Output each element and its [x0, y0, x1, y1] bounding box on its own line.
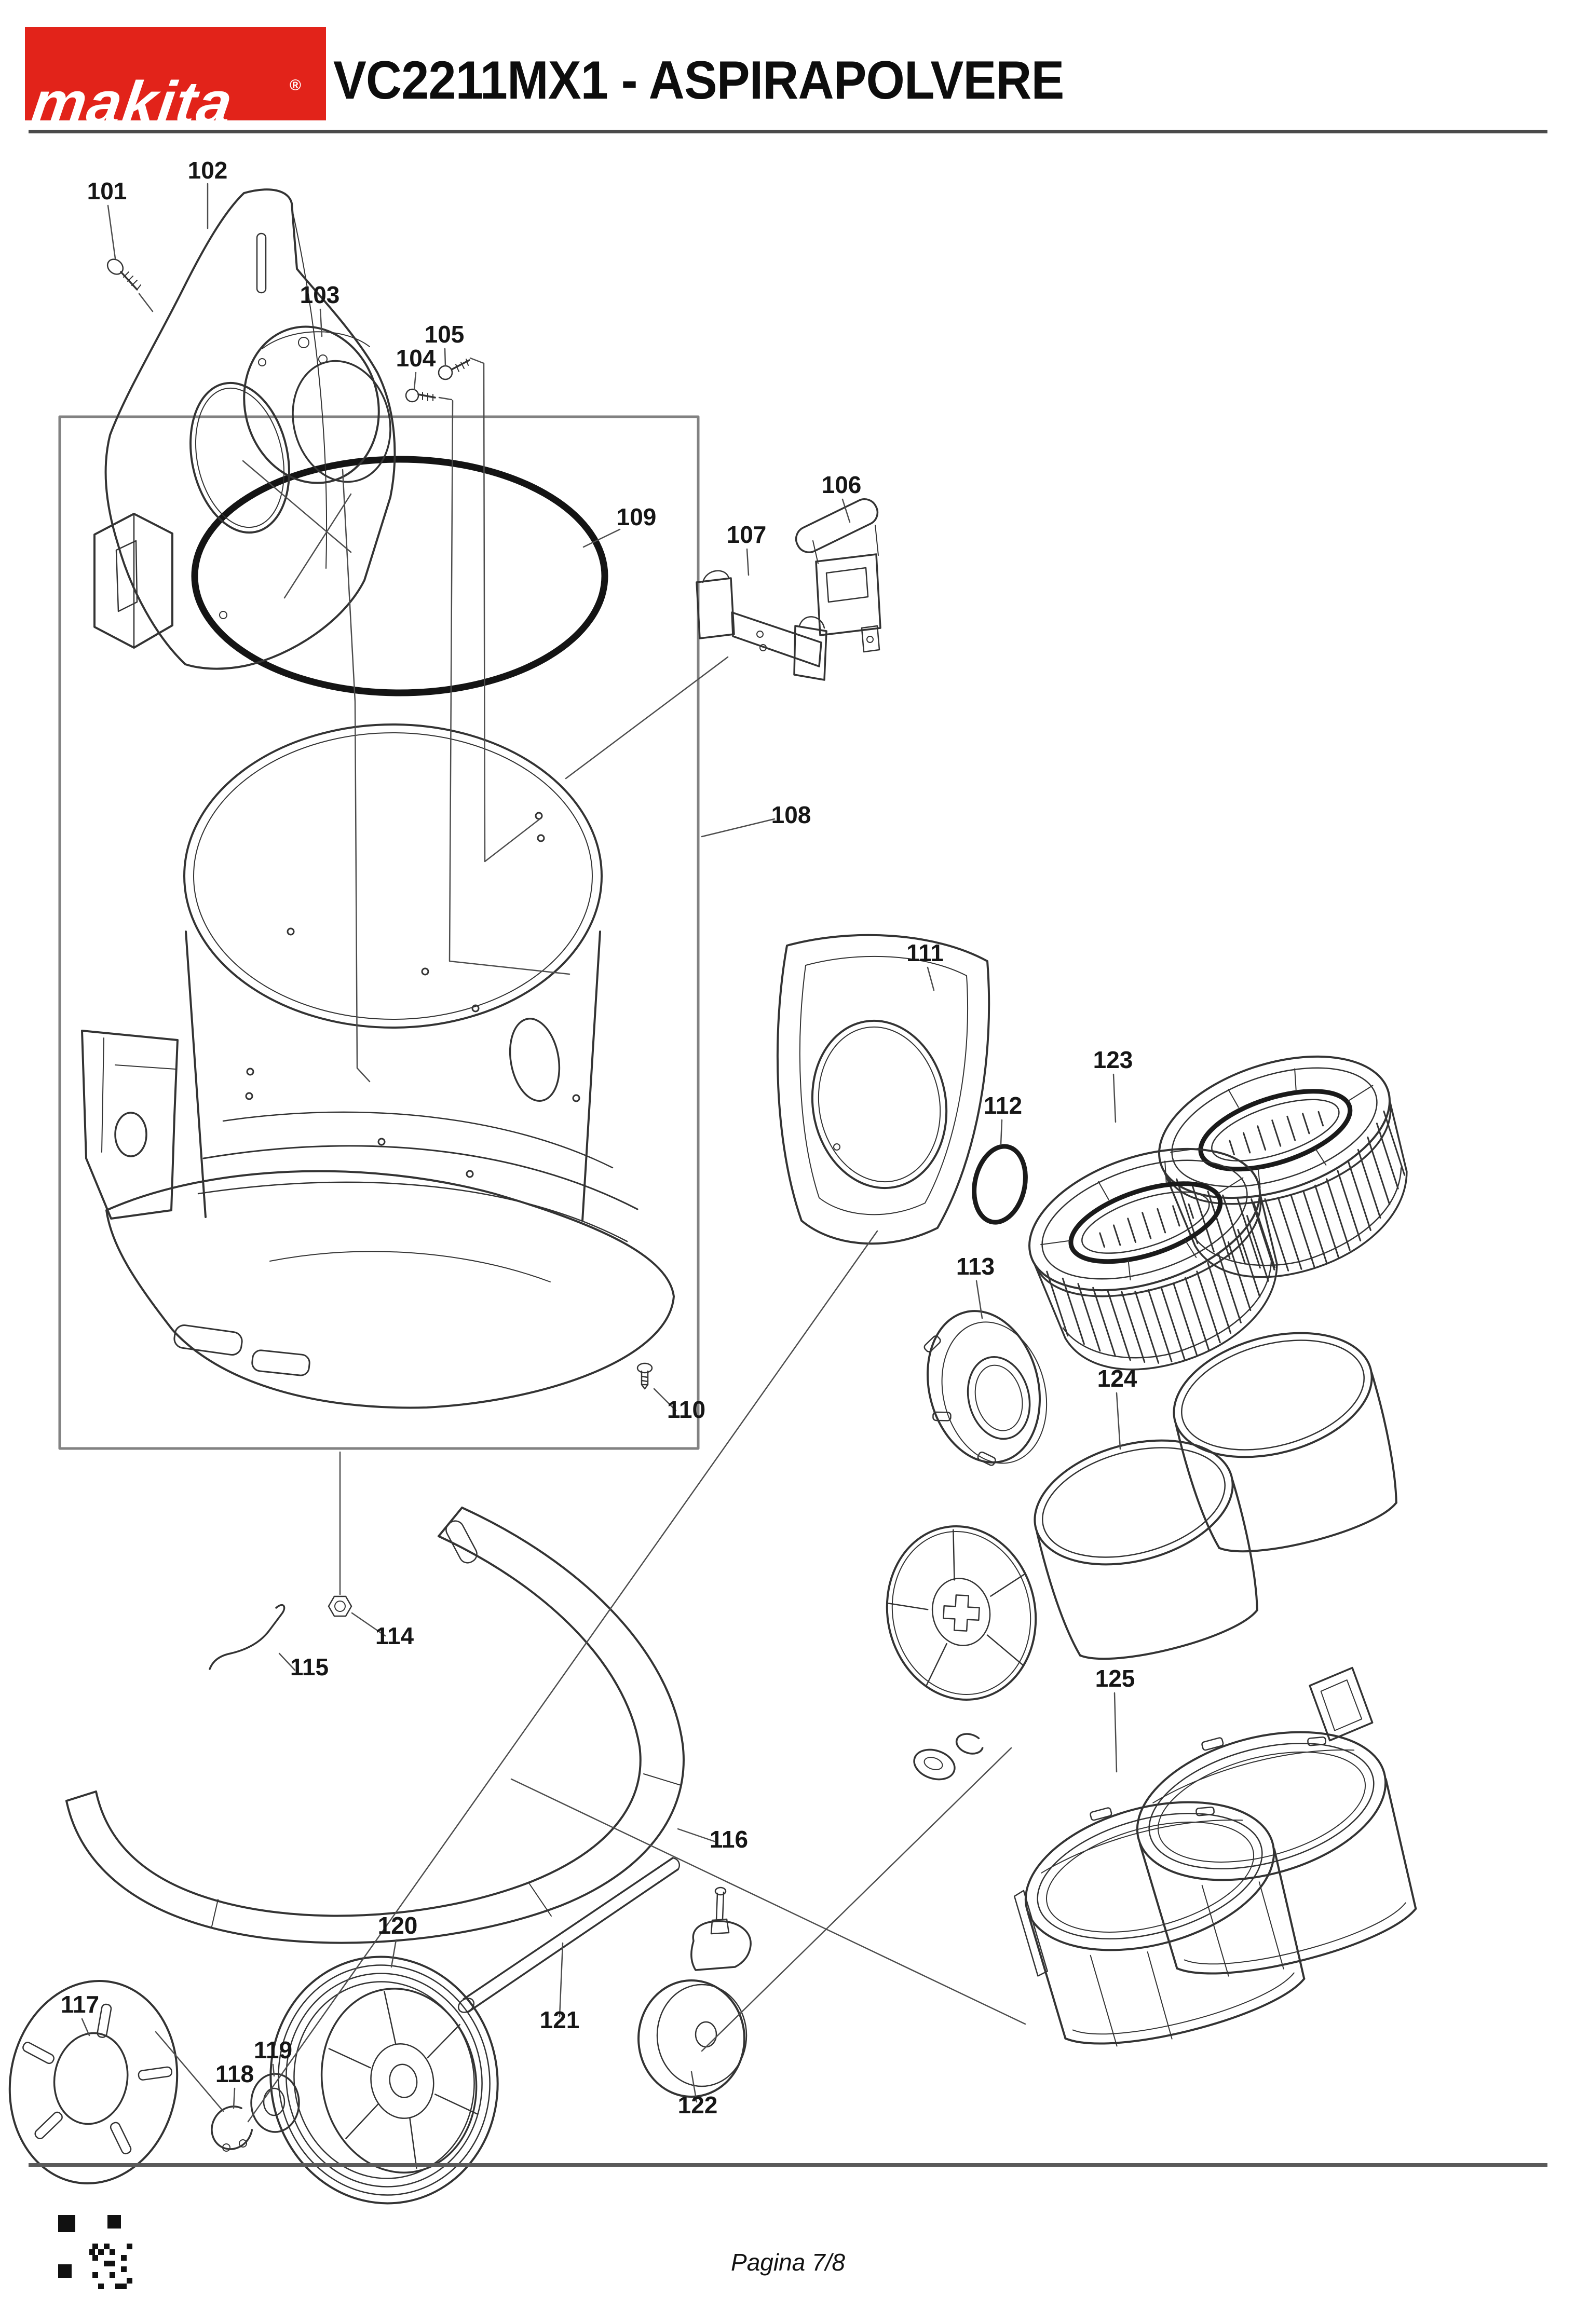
- part-label-108: 108: [771, 801, 811, 828]
- leader-line-105: [469, 357, 541, 863]
- part-117-wheel-cap: [8, 1979, 179, 2185]
- part-120-rear-wheel: [269, 1956, 499, 2205]
- part-label-103: 103: [300, 281, 340, 308]
- part-label-104: 104: [396, 345, 436, 372]
- part-109-large-o-ring: [191, 456, 608, 696]
- part-label-116: 116: [710, 1826, 748, 1853]
- axis-line-2: [701, 1747, 1012, 2052]
- part-115-wire-clip: [209, 1604, 286, 1670]
- part-101-screw: [106, 258, 141, 291]
- tank-body: [183, 723, 603, 1222]
- header-divider: [29, 130, 1547, 133]
- part-label-118: 118: [215, 2060, 254, 2087]
- axis-line-3: [510, 1778, 1026, 2025]
- footer-divider: [29, 2163, 1547, 2167]
- part-113-filter-cap: [923, 1310, 1048, 1466]
- part-label-125: 125: [1095, 1665, 1135, 1692]
- part-label-102: 102: [188, 157, 228, 184]
- part-label-120: 120: [378, 1912, 418, 1939]
- leader-line-103: [342, 469, 371, 1083]
- part-110-screw: [636, 1362, 653, 1390]
- part-123-pleated-filters: [1012, 1030, 1433, 1396]
- part-label-106: 106: [822, 471, 862, 498]
- part-104-screw: [405, 388, 436, 403]
- part-114-nut: [328, 1451, 352, 1617]
- axis-line-4: [155, 2031, 224, 2112]
- part-112-o-ring: [972, 1144, 1028, 1225]
- part-124-pre-filter-sleeves: [1019, 1311, 1411, 1676]
- leader-line-104: [438, 397, 570, 975]
- part-111-front-cover: [776, 934, 990, 1245]
- part-121-axle-shaft: [457, 1857, 680, 2013]
- part-label-107: 107: [727, 521, 767, 548]
- part-label-114: 114: [375, 1622, 414, 1649]
- page-title: VC2211MX1 - ASPIRAPOLVERE: [333, 50, 1064, 111]
- part-label-119: 119: [254, 2036, 292, 2063]
- part-119-washer: [250, 2073, 300, 2133]
- base-housing: [81, 1030, 675, 1409]
- washer-and-clip: [913, 1733, 984, 1781]
- makita-logo: makita ®: [25, 27, 326, 138]
- part-108-tank-assembly: [58, 415, 700, 1450]
- axis-line-1: [247, 1230, 878, 2123]
- part-102-mount-plate: [93, 188, 396, 670]
- part-label-105: 105: [425, 321, 465, 348]
- registered-mark: ®: [289, 77, 301, 94]
- part-label-115: 115: [290, 1653, 329, 1680]
- page-number: Pagina 7/8: [731, 2249, 845, 2276]
- part-label-109: 109: [617, 503, 657, 530]
- part-118-retaining-ring: [211, 2106, 253, 2152]
- part-label-121: 121: [540, 2006, 580, 2033]
- part-label-124: 124: [1097, 1365, 1137, 1392]
- impeller-plate: [886, 1525, 1037, 1701]
- part-122-caster: [637, 1886, 752, 2098]
- part-103-motor-cap: [243, 325, 391, 484]
- part-label-123: 123: [1093, 1046, 1133, 1073]
- label-leaders: [81, 183, 1121, 2109]
- part-label-101: 101: [87, 177, 127, 204]
- part-label-111: 111: [906, 939, 944, 966]
- qr-code-icon: [58, 2215, 132, 2289]
- part-label-113: 113: [956, 1253, 995, 1280]
- part-125-filter-cages: [1006, 1666, 1428, 2068]
- part-label-112: 112: [984, 1092, 1022, 1119]
- part-107-latch-holder: [565, 570, 827, 780]
- part-label-110: 110: [667, 1396, 705, 1423]
- part-label-117: 117: [61, 1991, 99, 2018]
- part-label-122: 122: [678, 2091, 718, 2118]
- part-106-latch: [795, 498, 881, 653]
- part-105-screw: [438, 359, 470, 380]
- part-116-bumper: [65, 1507, 685, 1944]
